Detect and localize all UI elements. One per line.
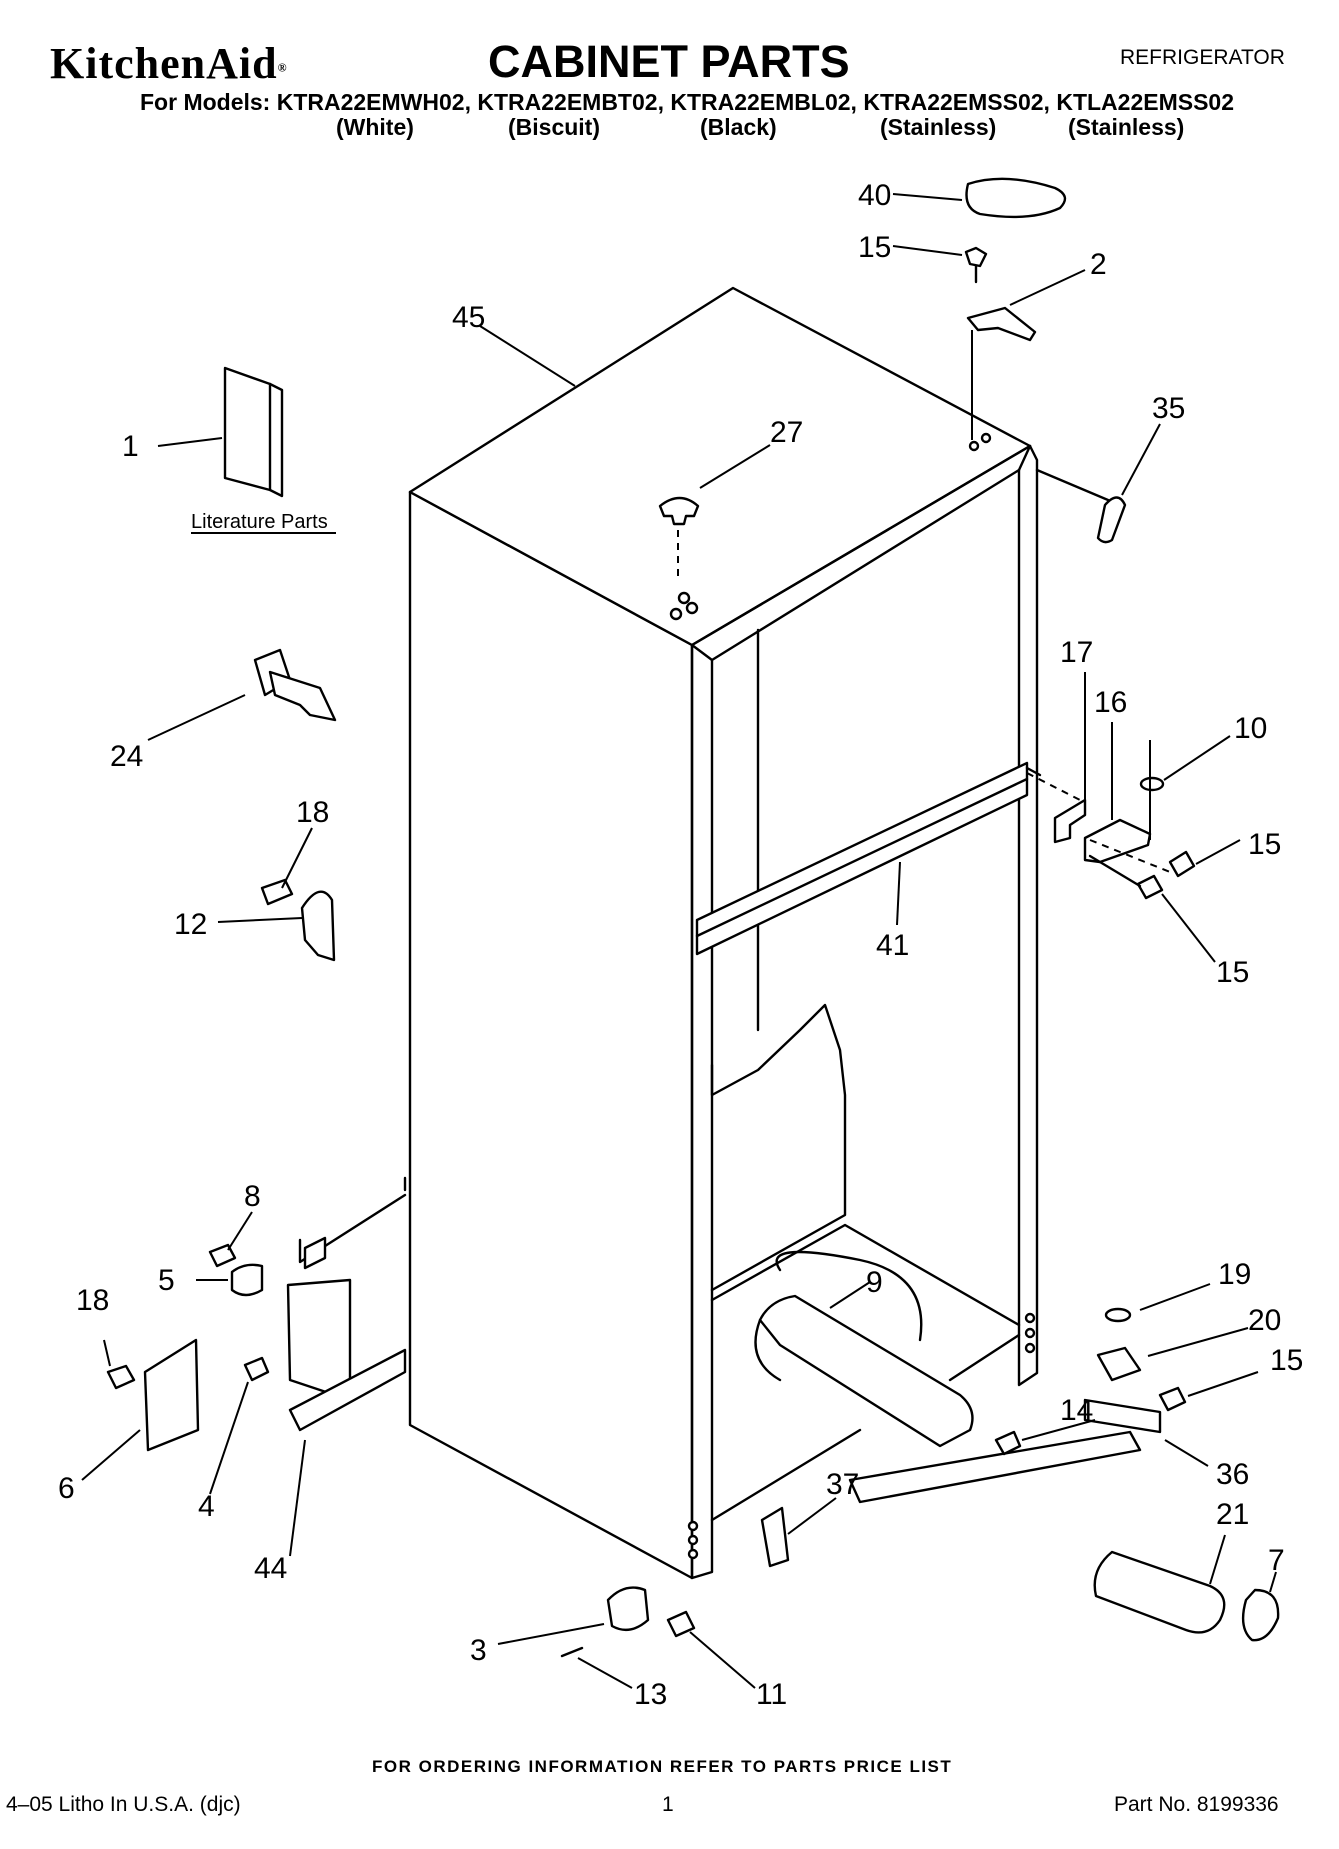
callout-19: 19 [1218,1258,1251,1291]
callout-41: 41 [876,929,909,962]
kickplate-mount [286,1278,352,1402]
roller-assembly [606,1586,650,1632]
filter-bypass-bracket [1096,1346,1142,1382]
litho-info: 4–05 Litho In U.S.A. (djc) [6,1793,241,1816]
callout-5: 5 [158,1264,175,1297]
callout-20: 20 [1248,1304,1281,1337]
bracket-screw [1158,1386,1187,1412]
hinge-screw [1136,874,1164,900]
callout-2: 2 [1090,248,1107,281]
callout-4: 4 [198,1490,215,1523]
page-title: CABINET PARTS [488,36,850,87]
part-number: Part No. 8199336 [1114,1793,1279,1816]
callout-12: 12 [174,908,207,941]
callout-18: 18 [296,796,329,829]
water-filter-cartridge [1093,1550,1226,1634]
refrigerator-cabinet [408,286,1042,1580]
callout-15: 15 [1216,956,1249,989]
callout-40: 40 [858,179,891,212]
callout-15: 15 [858,231,891,264]
kickplate-bracket [303,1236,327,1270]
literature-book [223,366,284,498]
brand-logo: KitchenAid® [50,38,288,89]
models-line: For Models: KTRA22EMWH02, KTRA22EMBT02, … [140,89,1235,115]
literature-parts-label: Literature Parts [191,511,328,533]
callout-21: 21 [1216,1498,1249,1531]
hinge-pin-cover [1096,496,1127,544]
page-number: 1 [662,1793,674,1816]
model-color-label: (Biscuit) [508,114,600,140]
callout-11: 11 [756,1678,787,1711]
hinge-washer [1139,776,1165,792]
callout-27: 27 [770,416,803,449]
callout-24: 24 [110,740,143,773]
side-cover [143,1338,200,1452]
door-stop [300,890,336,962]
callout-1: 1 [122,430,139,463]
center-hinge-shim [1053,798,1087,844]
callout-10: 10 [1234,712,1267,745]
hinge-screw [1168,850,1196,878]
callout-9: 9 [866,1266,883,1299]
callout-18: 18 [76,1284,109,1317]
cover-screw [106,1364,136,1390]
brand-name: KitchenAid [50,39,278,88]
callout-36: 36 [1216,1458,1249,1491]
water-filter-housing [758,1294,974,1448]
model-color-label: (Black) [700,114,777,140]
roller-screw [666,1610,696,1638]
hinge-cover [965,177,1067,219]
ordering-note: FOR ORDERING INFORMATION REFER TO PARTS … [372,1757,953,1776]
callout-8: 8 [244,1180,261,1213]
door-stop-screw [260,878,294,906]
cabinet-front-frame [690,444,1039,1580]
kickplate-rail [288,1348,407,1432]
housing-screw [994,1430,1022,1456]
center-hinge [1083,818,1152,864]
tubing-clip [760,1506,790,1568]
registered-mark: ® [277,60,288,75]
callout-37: 37 [826,1468,859,1501]
callout-13: 13 [634,1678,667,1711]
filter-cap [1241,1588,1280,1642]
callout-35: 35 [1152,392,1185,425]
clamp-screw [208,1243,237,1268]
callout-16: 16 [1094,686,1127,719]
callout-7: 7 [1268,1544,1285,1577]
bracket-screw [243,1356,270,1382]
cabinet-side-panel [408,490,694,1580]
callout-45: 45 [452,301,485,334]
base-grille [848,1430,1142,1504]
cable-clamp [230,1263,264,1297]
model-color-label: (Stainless) [880,114,997,140]
callout-6: 6 [58,1472,75,1505]
leader-lines [81,193,1277,1689]
callout-15: 15 [1248,828,1281,861]
callout-17: 17 [1060,636,1093,669]
callout-15: 15 [1270,1344,1303,1377]
top-hinge [966,306,1037,342]
cabinet-plug [658,496,700,526]
callout-14: 14 [1060,1394,1093,1427]
model-color-label: (White) [336,114,414,140]
appliance-category: REFRIGERATOR [1120,46,1285,69]
callout-3: 3 [470,1634,487,1667]
callout-44: 44 [254,1552,287,1585]
hinge-screw [964,246,988,268]
bracket-washer [1104,1307,1132,1323]
model-color-label: (Stainless) [1068,114,1185,140]
